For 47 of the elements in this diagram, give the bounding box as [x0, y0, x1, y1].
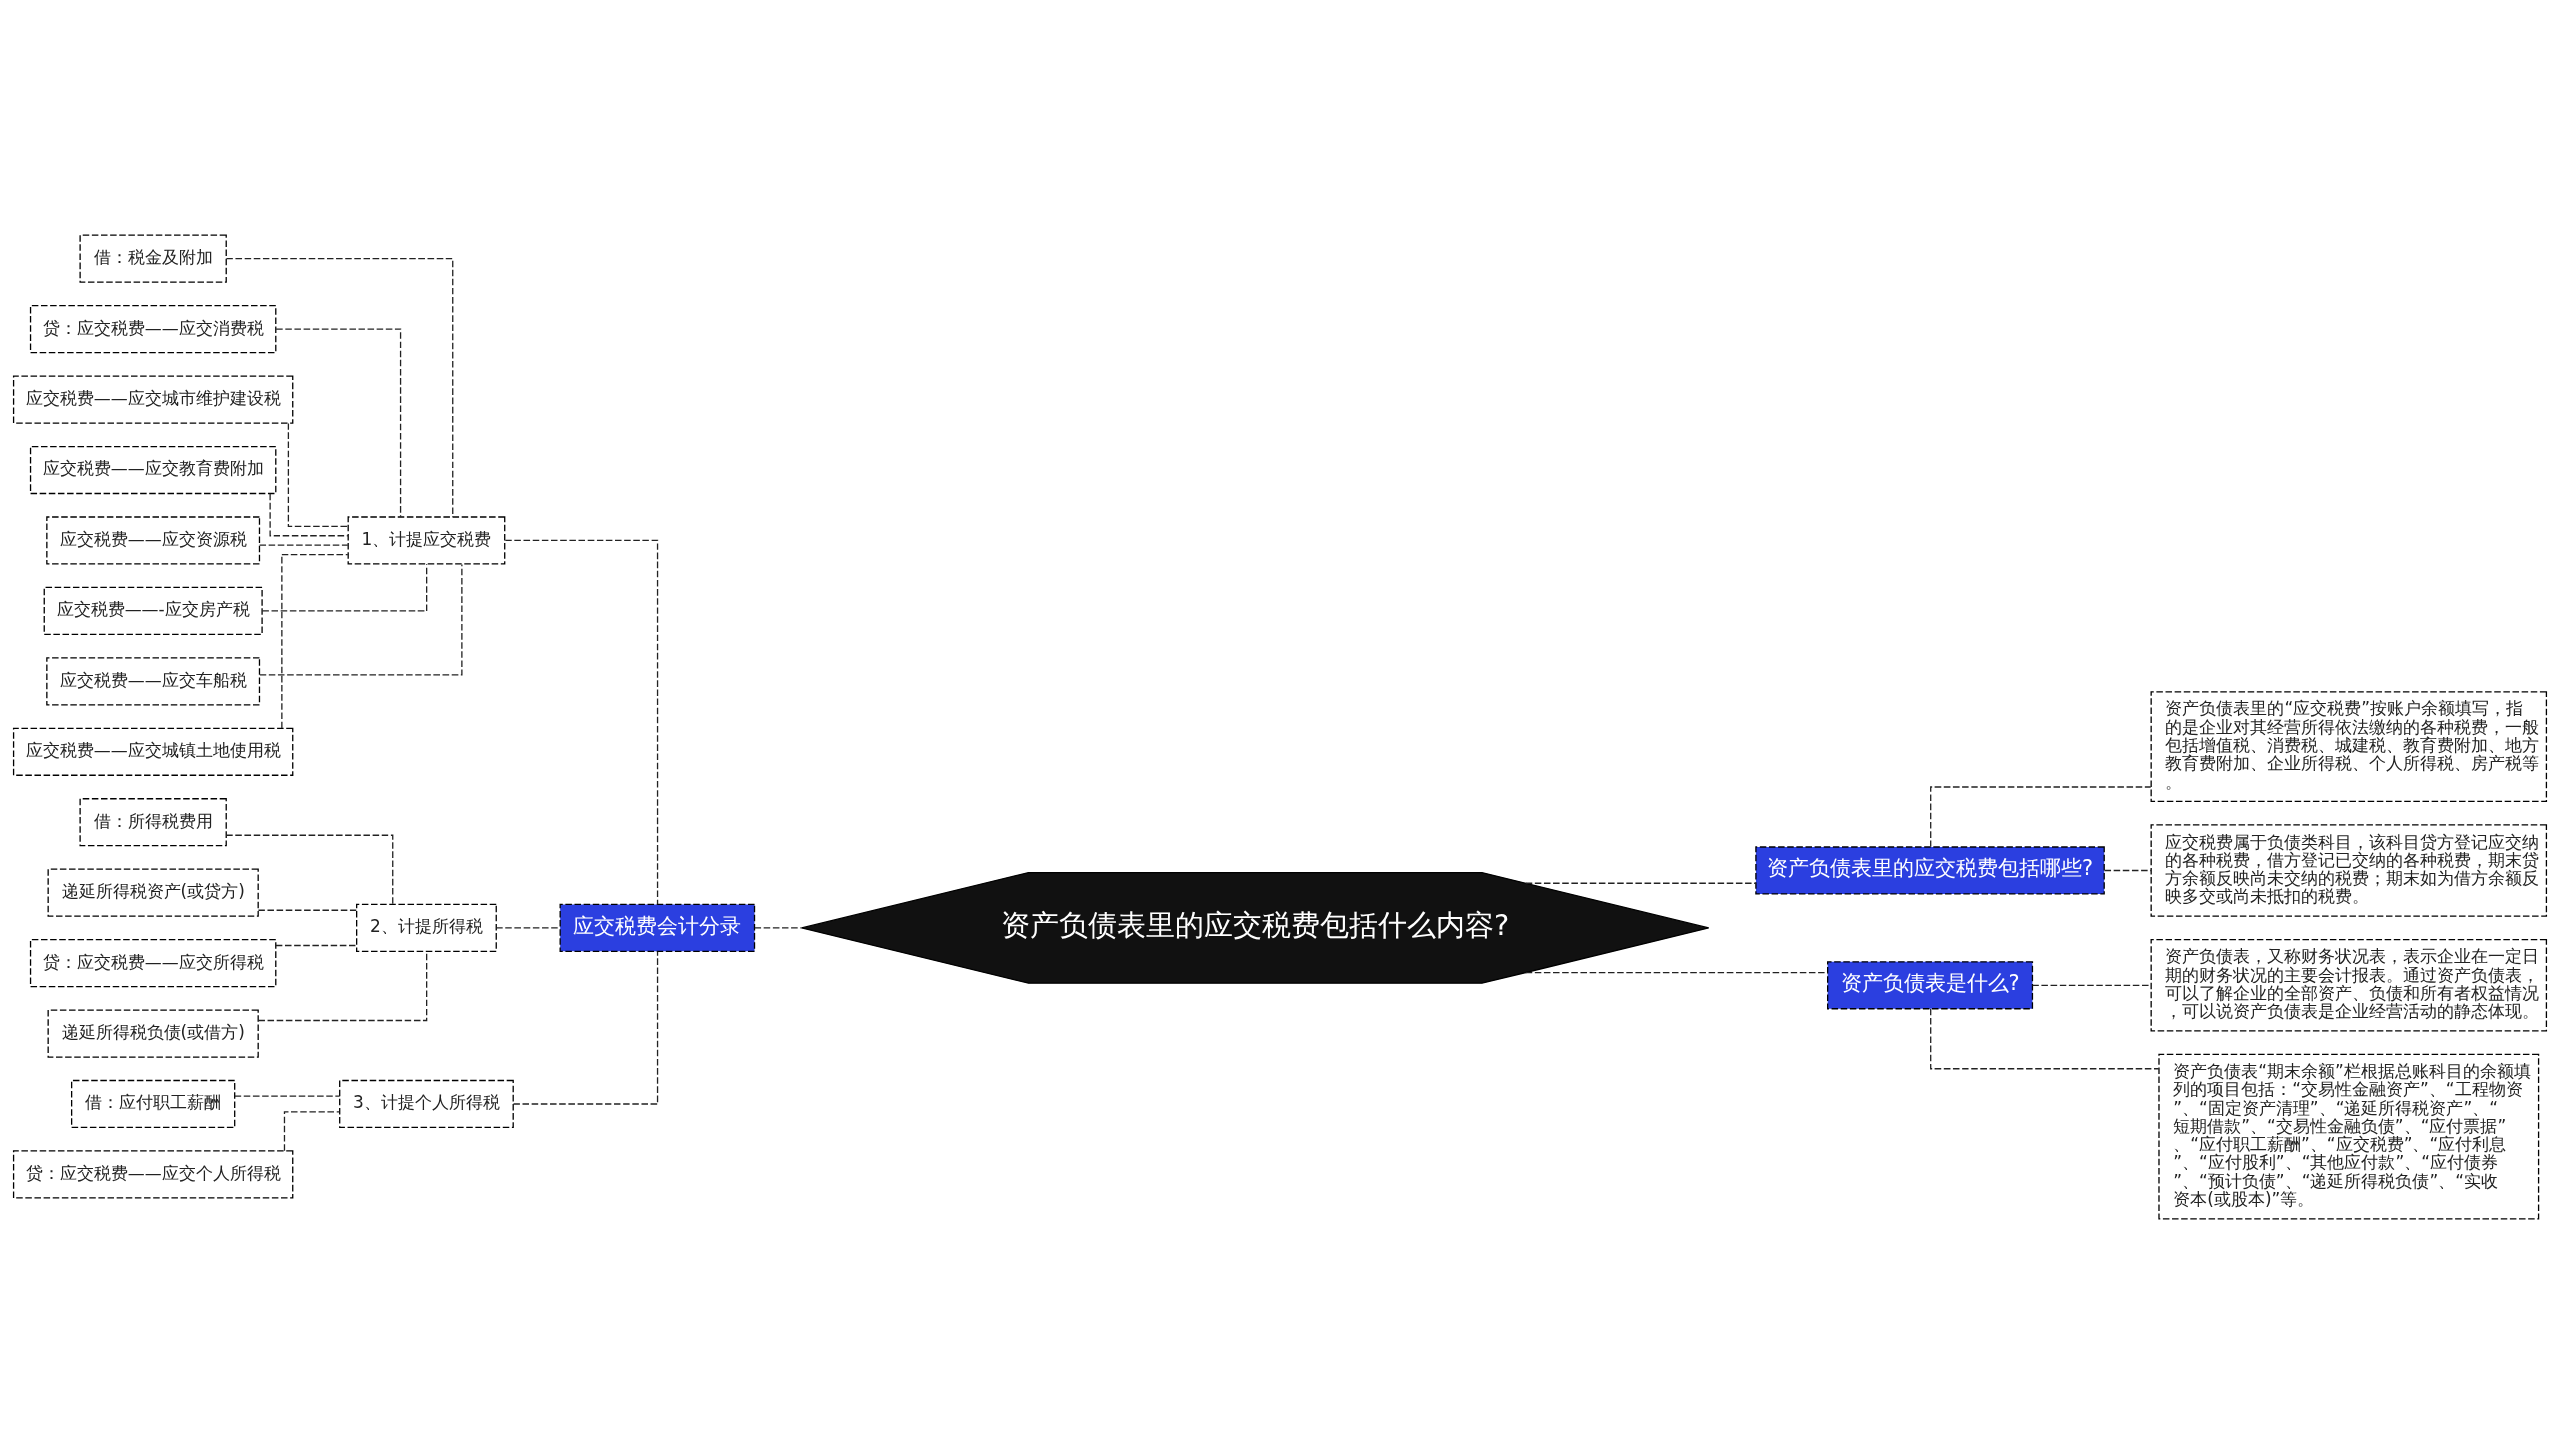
node-box: 资产负债表里的“应交税费”按账户余额填写，指的是企业对其经营所得依法缴纳的各种税费，一般包括增值税、消费税、城建税、教育费附加、地方教育费附加、企业所得税、个人所得税、房产税等。 [2150, 690, 2548, 802]
node-box: 2、计提所得税 [356, 903, 497, 952]
node-box: 3、计提个人所得税 [339, 1079, 514, 1128]
connector [225, 834, 394, 905]
connector [495, 926, 561, 929]
connector [225, 257, 454, 518]
connector [1525, 882, 1757, 884]
connector [281, 553, 349, 729]
node-box: 资产负债表“期末余额”栏根据总账科目的余额填列的项目包括：“交易性金融资产”、“工程物资”、“固定资产清理”、“递延所得税资产”、“短期借款”、“交易性金融负债”、“应付票据”、“应付职工薪酬”、“应交税费”、“应付利息”、“应付股利”、“其他应付款”、“应付债券”、“预计负债”、“递延所得税负债”、“实收资本(或股本)”等。 [2158, 1053, 2540, 1219]
connector [1930, 1007, 2160, 1069]
node-box: 应交税费属于负债类科目，该科目贷方登记应交纳的各种税费，借方登记已交纳的各种税费，期末贷方余额反映尚未交纳的税费；期末如为借方余额反映多交或尚未抵扣的税费。 [2150, 823, 2548, 917]
node-box: 应交税费会计分录 [559, 903, 756, 952]
connector [258, 544, 349, 546]
connector [261, 563, 428, 612]
connector [283, 1110, 340, 1151]
connector [504, 539, 659, 905]
connector [754, 926, 803, 929]
connector [269, 492, 349, 536]
node-box: 应交税费——应交城镇土地使用税 [12, 727, 294, 776]
connector [2031, 984, 2152, 986]
node-box: 1、计提应交税费 [347, 515, 506, 565]
node-box: 贷：应交税费——应交个人所得税 [12, 1149, 294, 1199]
node-box: 借：税金及附加 [79, 234, 227, 283]
connector [512, 950, 659, 1105]
connector [287, 422, 349, 527]
connector [1525, 971, 1829, 973]
node-box: 资产负债表里的应交税费包括哪些? [1755, 845, 2105, 895]
node-box: 贷：应交税费——应交消费税 [29, 304, 277, 353]
connector [234, 1095, 341, 1097]
node-box: 资产负债表，又称财务状况表，表示企业在一定日期的财务状况的主要会计报表。通过资产负债表，可以了解企业的全部资产、负债和所有者权益情况，可以说资产负债表是企业经营活动的静态体现。 [2150, 938, 2548, 1032]
node-box: 应交税费——-应交房产税 [43, 586, 263, 635]
connector [259, 563, 463, 675]
node-box: 应交税费——应交资源税 [46, 515, 261, 565]
node-box: 应交税费——应交城市维护建设税 [12, 374, 294, 424]
connector [275, 328, 402, 517]
connector [1930, 785, 2152, 847]
node-box: 应交税费——应交教育费附加 [29, 445, 277, 494]
node-box: 贷：应交税费——应交所得税 [29, 938, 277, 987]
node-box: 应交税费——应交车船税 [46, 656, 261, 705]
node-box: 递延所得税负债(或借方) [47, 1008, 259, 1058]
connector [257, 909, 357, 911]
connector [2103, 869, 2152, 871]
node-box: 借：应付职工薪酬 [71, 1079, 236, 1128]
node-box: 递延所得税资产(或贷方) [47, 868, 259, 917]
connector [275, 944, 358, 946]
node-box: 资产负债表是什么? [1827, 960, 2034, 1009]
node-box: 借：所得税费用 [79, 797, 227, 846]
